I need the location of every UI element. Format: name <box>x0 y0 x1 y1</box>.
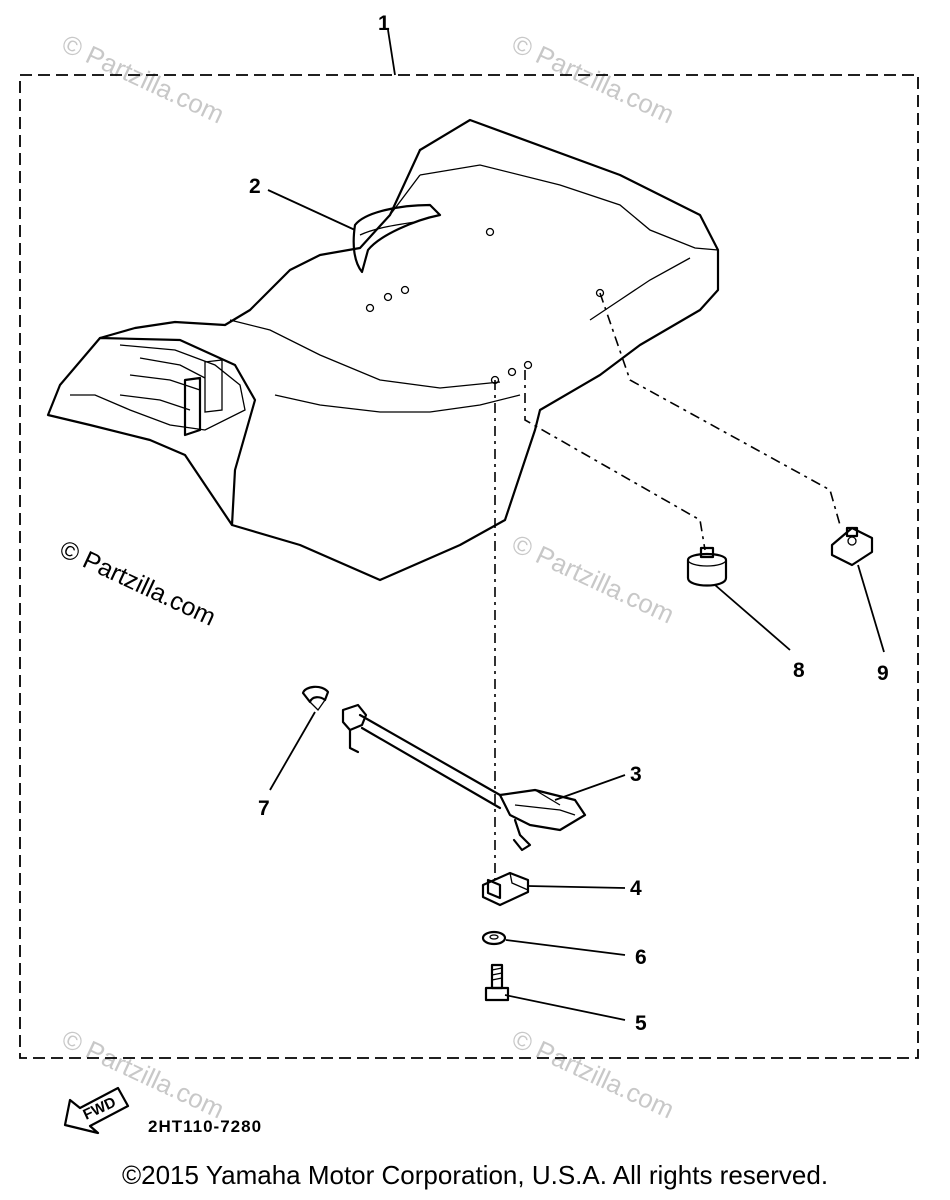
assembly-frame <box>19 74 919 1059</box>
assembly-leader <box>387 29 396 76</box>
part-clip <box>301 685 330 712</box>
callout-7: 7 <box>258 797 270 820</box>
part-nut <box>830 526 874 567</box>
fwd-arrow-icon: FWD <box>63 1086 130 1135</box>
callout-3: 3 <box>630 763 642 786</box>
part-code: 2HT110-7280 <box>148 1117 262 1136</box>
callout-5: 5 <box>635 1012 647 1035</box>
assembly-lines <box>494 292 841 880</box>
part-latch <box>341 703 587 852</box>
callout-6: 6 <box>635 946 647 969</box>
watermark-faint: © Partzilla.com <box>507 1023 678 1124</box>
part-washer <box>481 930 507 946</box>
watermark-faint: © Partzilla.com <box>507 528 678 629</box>
callout-8: 8 <box>793 659 805 682</box>
part-bolt <box>484 963 510 1002</box>
seat-illustration <box>46 118 720 582</box>
callout-2: 2 <box>249 175 261 198</box>
callout-9: 9 <box>877 662 889 685</box>
copyright-notice: ©2015 Yamaha Motor Corporation, U.S.A. A… <box>121 1160 829 1190</box>
seat-mount-holes <box>365 227 605 385</box>
callout-4: 4 <box>630 877 642 900</box>
part-bracket <box>481 871 530 907</box>
watermark-faint: © Partzilla.com <box>57 28 228 129</box>
watermark-primary: © Partzilla.com <box>55 535 220 632</box>
watermark-faint: © Partzilla.com <box>507 28 678 129</box>
part-damper <box>686 546 728 587</box>
callout-1: 1 <box>378 12 390 35</box>
